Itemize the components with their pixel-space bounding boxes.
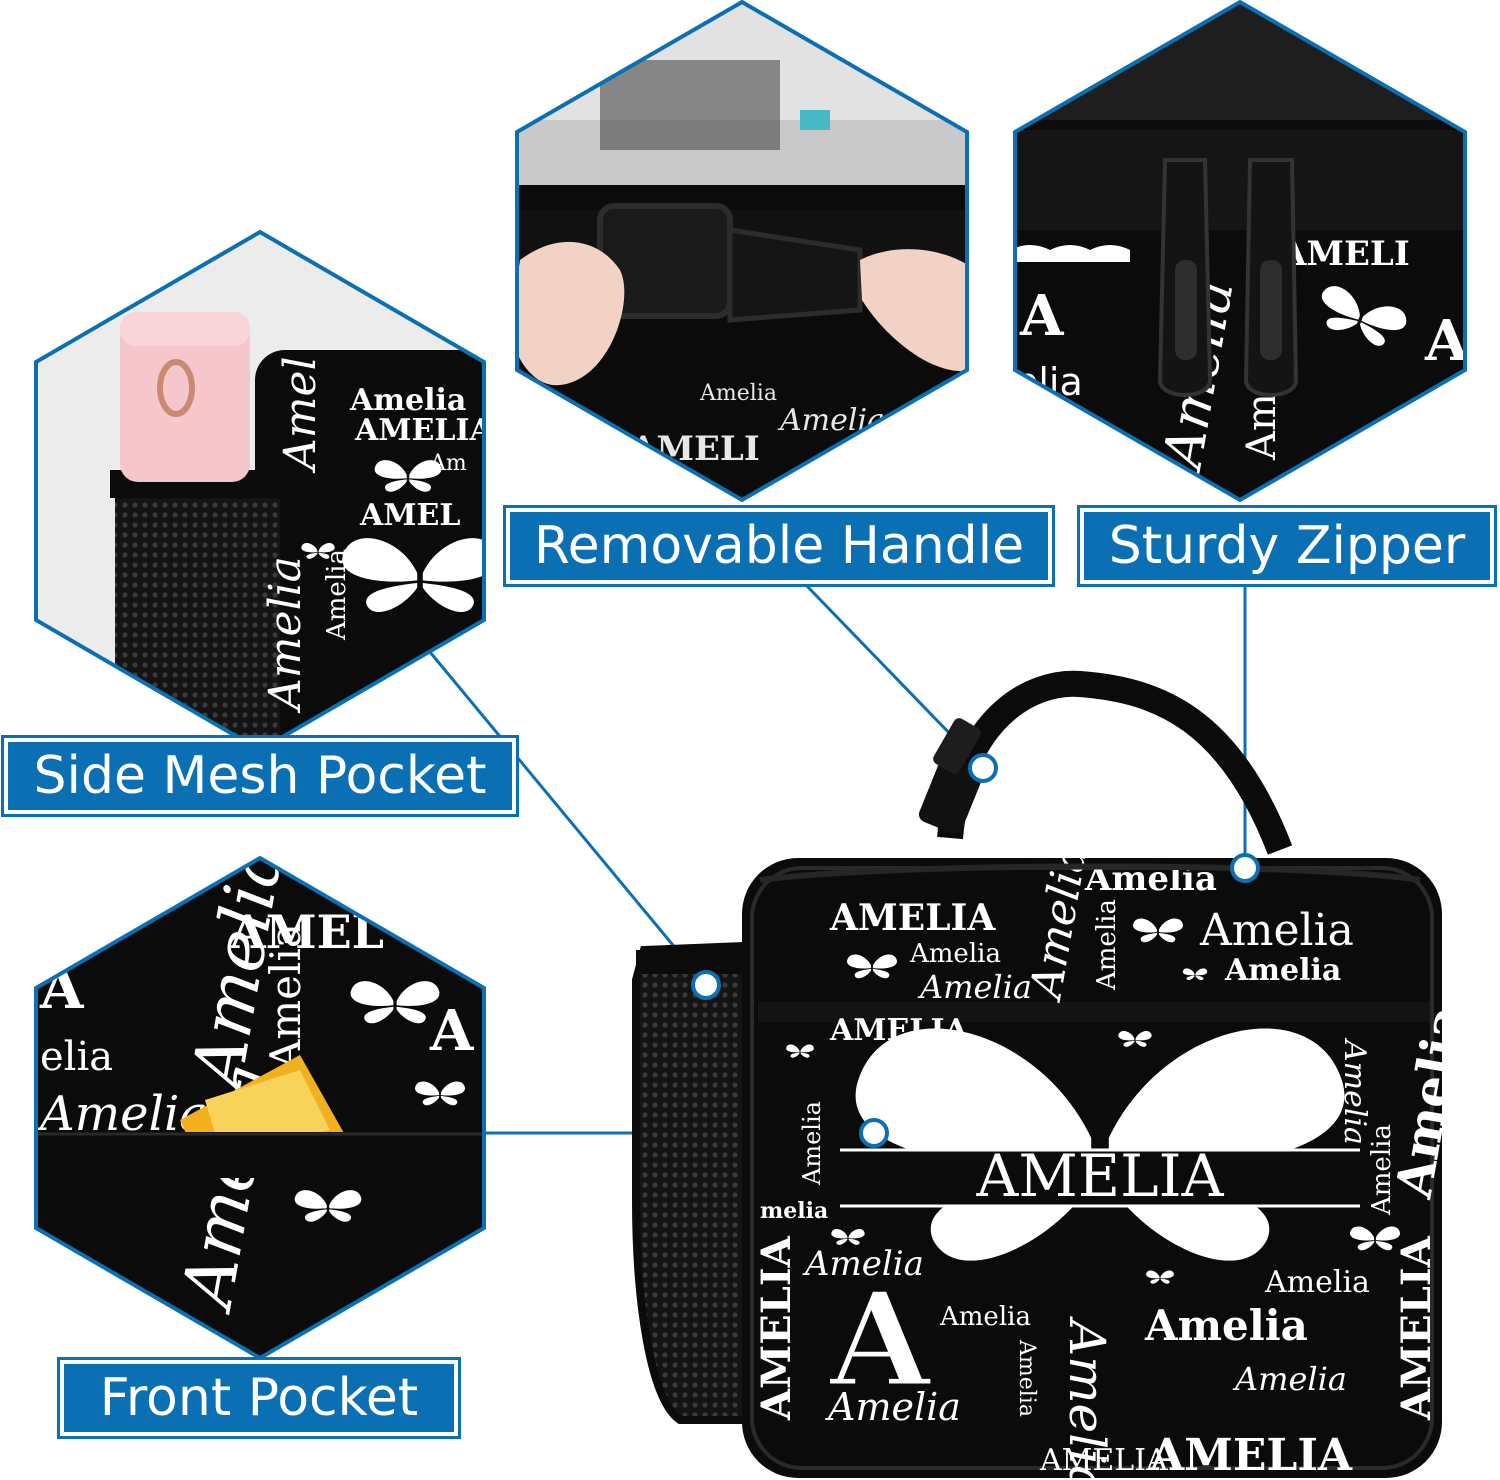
svg-text:Amelia: Amelia: [261, 923, 310, 1071]
buckle-icon: [597, 203, 863, 323]
svg-text:AMELIA: AMELIA: [753, 1235, 800, 1421]
svg-text:A: A: [1019, 283, 1065, 349]
svg-text:Amelia: Amelia: [349, 383, 466, 418]
svg-text:Amelia: Amelia: [260, 556, 311, 714]
hexagon-front-pocket: AMEL A elia A Amelia Amelia Amelia Ameli…: [34, 855, 486, 1361]
svg-text:AMELIA: AMELIA: [1149, 1430, 1353, 1480]
svg-text:Amelia: Amelia: [699, 381, 777, 406]
connector-dots: [691, 753, 1260, 1148]
svg-text:Amelia: Amelia: [939, 1302, 1031, 1332]
svg-text:elia: elia: [40, 1034, 113, 1080]
svg-text:AMEL: AMEL: [359, 498, 460, 533]
svg-text:AMELI: AMELI: [629, 429, 760, 469]
zipper-pull-icon: [1157, 158, 1299, 397]
svg-text:elia: elia: [1015, 360, 1083, 404]
svg-text:AMELIA: AMELIA: [1039, 1443, 1168, 1478]
svg-text:Amelia: Amelia: [917, 968, 1032, 1006]
hexagon-removable-handle: Amelia Amelia AMELI Amelia: [515, 0, 969, 503]
svg-text:Amelia: Amelia: [1224, 953, 1341, 988]
svg-text:Amelia: Amelia: [1232, 1360, 1347, 1398]
svg-text:AMELIA: AMELIA: [354, 413, 493, 448]
svg-text:Amel: Amel: [275, 356, 326, 474]
svg-text:A: A: [1424, 308, 1470, 374]
bag-monogram: A: [828, 1263, 933, 1416]
svg-text:Amelia: Amelia: [1014, 1339, 1039, 1417]
svg-text:Amelia: Amelia: [1264, 1265, 1370, 1300]
svg-text:A: A: [39, 956, 85, 1022]
svg-text:Amelia: Amelia: [1058, 1316, 1116, 1480]
label-front-pocket: Front Pocket: [57, 1357, 461, 1439]
svg-text:Amelia: Amelia: [825, 1385, 961, 1429]
svg-text:AMELI: AMELI: [1279, 234, 1410, 274]
svg-text:Amelia: Amelia: [1199, 905, 1354, 956]
hexagon-side-mesh: AMELIA Amelia Am AMEL Amelia Amelia Amel: [34, 229, 493, 753]
label-sturdy-zipper: Sturdy Zipper: [1077, 505, 1497, 587]
bag-main-name: AMELIA: [976, 1142, 1225, 1210]
svg-text:AMELIA: AMELIA: [1393, 1235, 1440, 1421]
svg-text:AMELIA: AMELIA: [829, 897, 996, 939]
svg-text:Amelia: Amelia: [909, 939, 1001, 969]
lunch-bag-main: AMELIA Amelia Amelia Amelia Amelia Ameli…: [632, 670, 1475, 1480]
label-side-mesh-pocket: Side Mesh Pocket: [1, 735, 519, 817]
hexagon-sturdy-zipper: AMELI A elia A Ame Amelia: [1013, 0, 1470, 503]
svg-text:Amelia: Amelia: [777, 403, 885, 438]
svg-text:Amelia: Amelia: [1367, 1124, 1397, 1216]
svg-text:melia: melia: [760, 1198, 828, 1224]
svg-text:Amelia: Amelia: [802, 1244, 924, 1284]
label-removable-handle: Removable Handle: [503, 505, 1055, 587]
water-bottle-icon: [120, 312, 250, 482]
svg-text:A: A: [429, 998, 475, 1064]
svg-text:Amelia: Amelia: [798, 1101, 826, 1186]
svg-text:Amelia: Amelia: [1144, 1301, 1308, 1350]
buckle-icon: [918, 718, 984, 834]
svg-text:Amelia: Amelia: [1092, 899, 1122, 991]
